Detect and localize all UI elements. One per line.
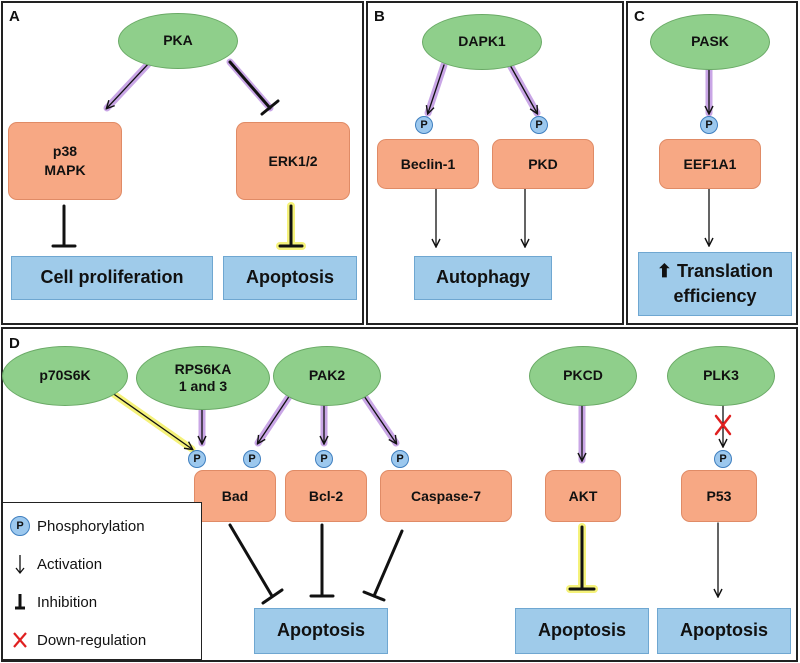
legend-row-phosphorylation: P Phosphorylation [9,515,145,537]
phosphorylation-icon: P [188,450,206,468]
target-bad: Bad [194,470,276,522]
outcome-apoptosis: Apoptosis [223,256,357,300]
target-beclin-1: Beclin-1 [377,139,479,189]
legend-label: Inhibition [37,593,98,611]
kinase-pask: PASK [650,14,770,70]
outcome-line-2: efficiency [673,286,757,306]
outcome-translation-efficiency: ⬆ Translation efficiency [638,252,792,316]
legend: P Phosphorylation Activation Inhibition … [2,502,202,660]
panel-label-a: A [9,8,20,25]
outcome-cell-proliferation: Cell proliferation [11,256,213,300]
kinase-pkcd: PKCD [529,346,637,406]
down-regulation-icon [9,629,31,651]
panel-label-b: B [374,8,385,25]
kinase-pka: PKA [118,13,238,69]
phosphorylation-icon: P [415,116,433,134]
legend-row-inhibition: Inhibition [9,591,97,613]
target-caspase-7: Caspase-7 [380,470,512,522]
kinase-p70s6k: p70S6K [2,346,128,406]
legend-label: Down-regulation [37,631,147,649]
outcome-apoptosis: Apoptosis [254,608,388,654]
panel-label-d: D [9,335,20,352]
phosphorylation-icon: P [391,450,409,468]
up-arrow-icon: ⬆ [656,260,673,281]
target-p38-mapk: p38 MAPK [8,122,122,200]
phosphorylation-icon: P [315,450,333,468]
target-bcl-2: Bcl-2 [285,470,367,522]
target-p53: P53 [681,470,757,522]
phosphorylation-icon: P [243,450,261,468]
outcome-autophagy: Autophagy [414,256,552,300]
outcome-apoptosis: Apoptosis [515,608,649,654]
outcome-line-1: Translation [677,260,774,281]
kinase-plk3: PLK3 [667,346,775,406]
legend-row-down-regulation: Down-regulation [9,629,146,651]
phosphorylation-icon: P [10,516,30,536]
kinase-pak2: PAK2 [273,346,381,406]
kinase-rps6ka-1-and-3: RPS6KA 1 and 3 [136,346,270,410]
panel-label-c: C [634,8,645,25]
activation-arrow-icon [9,553,31,575]
phosphorylation-icon: P [714,450,732,468]
target-akt: AKT [545,470,621,522]
target-pkd: PKD [492,139,594,189]
target-eef1a1: EEF1A1 [659,139,761,189]
phosphorylation-icon: P [530,116,548,134]
kinase-dapk1: DAPK1 [422,14,542,70]
legend-row-activation: Activation [9,553,102,575]
inhibition-bar-icon [9,591,31,613]
phosphorylation-icon: P [700,116,718,134]
legend-label: Activation [37,555,103,573]
outcome-apoptosis: Apoptosis [657,608,791,654]
target-erk1-2: ERK1/2 [236,122,350,200]
legend-label: Phosphorylation [37,517,145,535]
